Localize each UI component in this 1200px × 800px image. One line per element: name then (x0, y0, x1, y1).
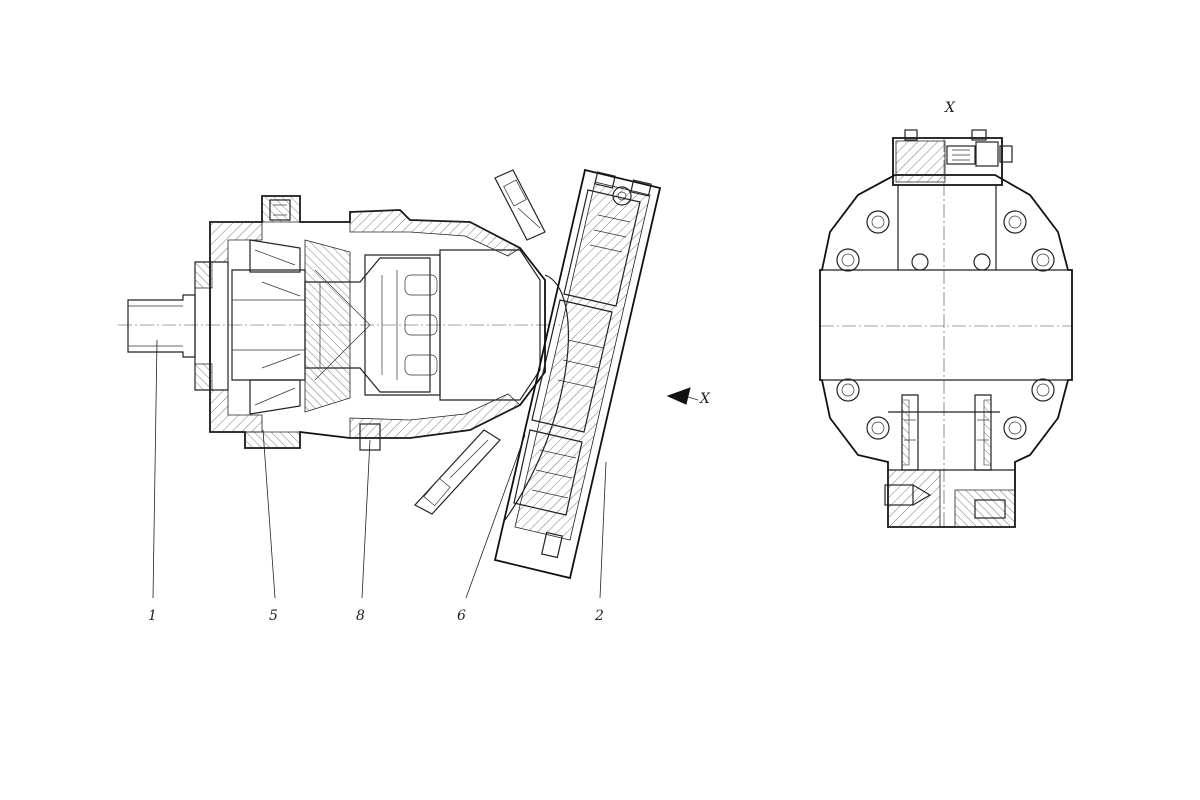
view-arrow-label: X (699, 391, 711, 407)
leader-2 (599, 461, 607, 599)
end-view-title: X (944, 100, 956, 116)
main-shaft (304, 257, 431, 393)
section-view: X 1 5 8 6 2 (118, 168, 711, 624)
lower-stud (414, 429, 501, 515)
end-view: X (819, 100, 1073, 528)
bolt-holes (836, 210, 1055, 440)
leader-5 (262, 429, 276, 599)
lower-section (884, 469, 1016, 528)
top-port-block (892, 129, 1013, 270)
callout-8: 8 (356, 608, 365, 624)
callout-labels: 1 5 8 6 2 (148, 608, 604, 624)
leader-lines (152, 339, 607, 599)
top-plug (269, 199, 291, 221)
upper-stud (494, 169, 546, 241)
callout-2: 2 (594, 608, 604, 624)
leader-1 (152, 339, 158, 599)
cylinder-block (364, 249, 541, 401)
drain-plug (359, 423, 381, 451)
taper-bearings (231, 239, 351, 415)
leader-6 (465, 434, 526, 599)
callout-1: 1 (148, 608, 157, 624)
view-arrow-x: X (666, 387, 711, 407)
end-view-body (819, 174, 1073, 528)
front-housing (209, 195, 546, 449)
control-lens (504, 274, 569, 521)
lower-valve-bores (888, 394, 1015, 471)
end-cover (493, 168, 662, 580)
callout-6: 6 (457, 608, 466, 624)
callout-5: 5 (269, 608, 278, 624)
leader-8 (361, 439, 371, 599)
front-cap (194, 261, 229, 391)
drive-shaft (127, 294, 196, 358)
